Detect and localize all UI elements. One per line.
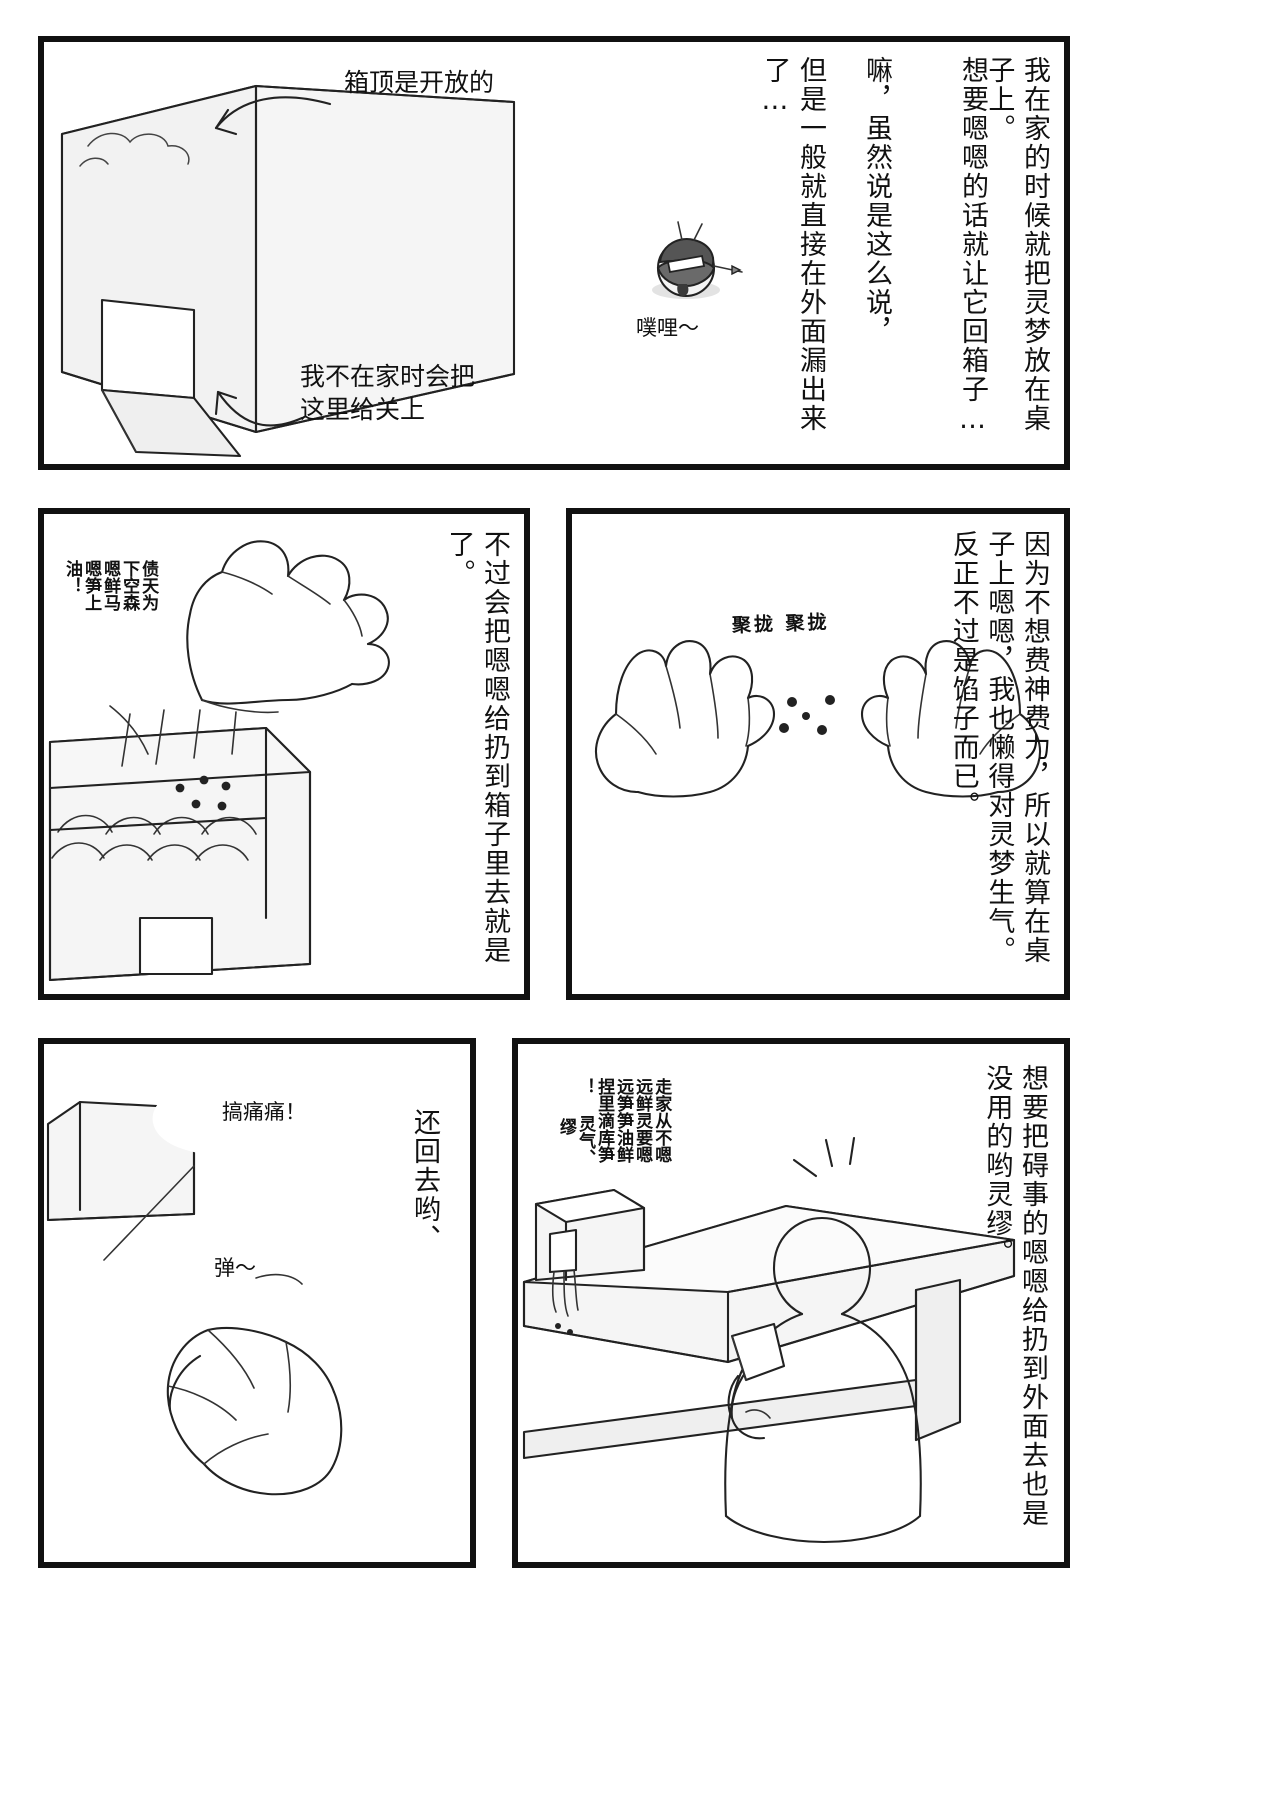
panel2-narration-1: 不过会把嗯嗯给扔到箱子里去就是了。 bbox=[443, 530, 510, 965]
panel4-speech: 搞痛痛！ bbox=[222, 1100, 306, 1124]
panel3-narration-1: 因为不想费神费力，所以就算在桌子上嗯嗯，我也懒得对灵梦生气。反正不过是馅子而已。 bbox=[947, 530, 1050, 965]
panel-2: 债天为 下空森 嗯鲜马 嗯笋上 油！ 不过会把嗯嗯给扔到箱子里去就是了。 bbox=[38, 508, 530, 1000]
panel-1: 箱顶是开放的 我不在家时会把 这里给关上 噗哩～ 我在家的时候就把灵梦放在桌子上… bbox=[38, 36, 1070, 470]
panel2-hand-note: 债天为 下空森 嗯鲜马 嗯笋上 油！ bbox=[62, 560, 159, 611]
panel1-narration-1: 我在家的时候就把灵梦放在桌子上。 bbox=[983, 56, 1050, 433]
panel-5-artwork bbox=[522, 1136, 1016, 1544]
panel1-narration-4: 但是一般就直接在外面漏出来了… bbox=[759, 56, 826, 433]
panel-3-artwork bbox=[594, 640, 1042, 798]
panel4-narration-1: 还回去哟、 bbox=[409, 1108, 440, 1253]
panel1-callout-bottom: 我不在家时会把 这里给关上 bbox=[300, 362, 476, 424]
panel-5: 走家从不嗯 远鲜灵要嗯 远笋笋油鲜 捏里滴库笋 ！ 灵气、 缪 想要把碍事的嗯嗯… bbox=[512, 1038, 1070, 1568]
panel5-narration-1: 想要把碍事的嗯嗯给扔到外面去也是没用的哟灵缪。 bbox=[981, 1064, 1048, 1528]
panel-4: 搞痛痛！ 弹～ 还回去哟、 bbox=[38, 1038, 476, 1568]
panel-4-artwork bbox=[46, 1072, 343, 1496]
panel-3: 聚拢 聚拢 因为不想费神费力，所以就算在桌子上嗯嗯，我也懒得对灵梦生气。反正不过… bbox=[566, 508, 1070, 1000]
panel1-narration-3: 嘛，虽然说是这么说， bbox=[861, 56, 892, 346]
panel3-sfx: 聚拢 聚拢 bbox=[731, 611, 830, 637]
panel4-sfx: 弹～ bbox=[214, 1256, 256, 1280]
panel-2-artwork bbox=[48, 540, 390, 982]
panel1-narration-2: 想要嗯嗯的话就让它回箱子… bbox=[957, 56, 988, 437]
panel5-hand-note: 走家从不嗯 远鲜灵要嗯 远笋笋油鲜 捏里滴库笋 ！ 灵气、 缪 bbox=[556, 1078, 672, 1166]
panel1-character-sfx: 噗哩～ bbox=[636, 316, 699, 340]
panel1-callout-top: 箱顶是开放的 bbox=[344, 68, 495, 97]
panel-1-artwork bbox=[60, 84, 743, 458]
